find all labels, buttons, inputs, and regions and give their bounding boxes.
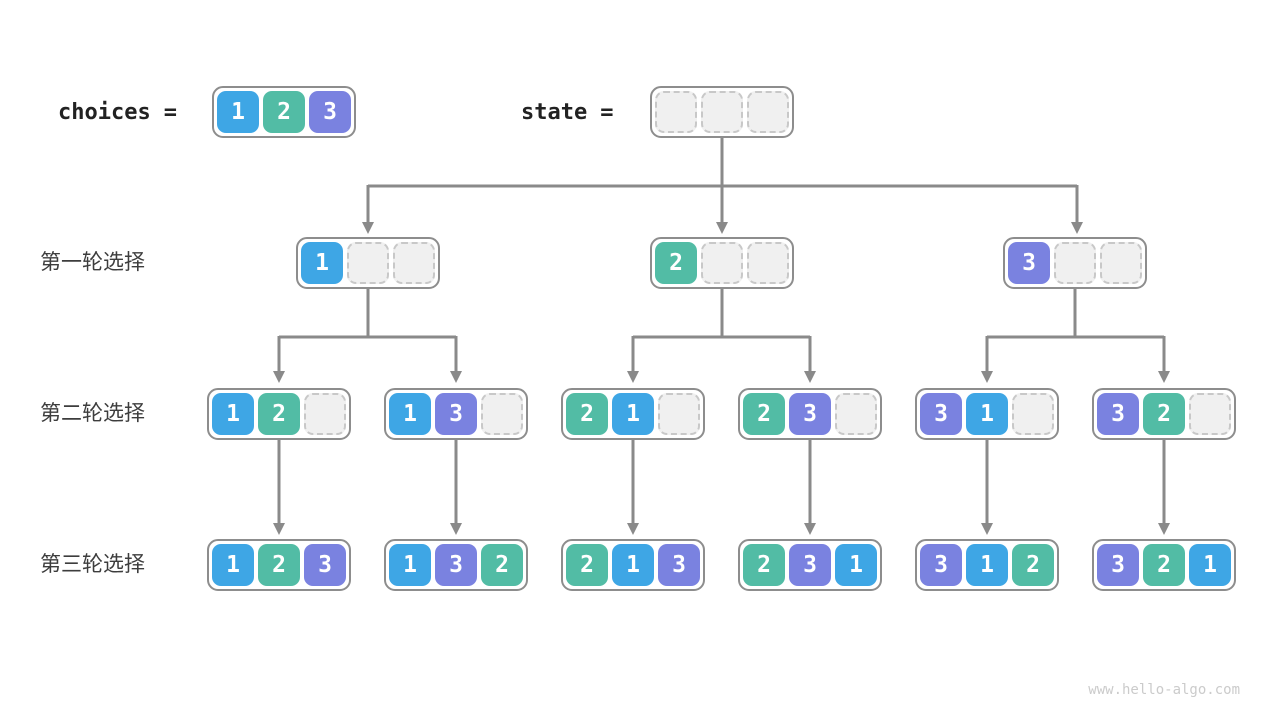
array-cell [1189, 393, 1231, 435]
array-cell: 2 [1012, 544, 1054, 586]
watermark: www.hello-algo.com [1088, 682, 1240, 698]
tree-node-r2-1: 1 2 [207, 388, 351, 440]
array-cell: 3 [658, 544, 700, 586]
array-cell: 2 [1143, 393, 1185, 435]
array-cell: 1 [612, 393, 654, 435]
array-cell: 2 [258, 393, 300, 435]
tree-node-r1-3: 3 [1003, 237, 1147, 289]
array-cell: 2 [263, 91, 305, 133]
state-label: state [521, 99, 588, 125]
tree-node-r2-6: 3 2 [1092, 388, 1236, 440]
array-cell: 1 [389, 544, 431, 586]
choices-header: choices = [58, 86, 177, 138]
tree-node-r1-1: 1 [296, 237, 440, 289]
array-cell: 1 [835, 544, 877, 586]
tree-node-r2-5: 3 1 [915, 388, 1059, 440]
array-cell: 1 [1189, 544, 1231, 586]
array-cell [393, 242, 435, 284]
round-2-label: 第二轮选择 [40, 402, 145, 425]
array-cell: 2 [566, 544, 608, 586]
tree-node-r3-4: 2 3 1 [738, 539, 882, 591]
array-cell: 3 [304, 544, 346, 586]
tree-node-r3-3: 2 1 3 [561, 539, 705, 591]
state-header: state = [521, 86, 613, 138]
tree-node-r3-2: 1 3 2 [384, 539, 528, 591]
choices-array: 1 2 3 [212, 86, 356, 138]
choices-equals: = [163, 99, 177, 125]
array-cell: 3 [435, 544, 477, 586]
array-cell: 2 [1143, 544, 1185, 586]
array-cell: 3 [789, 393, 831, 435]
array-cell: 3 [920, 393, 962, 435]
array-cell [747, 242, 789, 284]
array-cell: 3 [435, 393, 477, 435]
array-cell: 3 [1097, 544, 1139, 586]
array-cell: 2 [481, 544, 523, 586]
array-cell: 1 [301, 242, 343, 284]
array-cell: 2 [258, 544, 300, 586]
array-cell [701, 242, 743, 284]
array-cell [481, 393, 523, 435]
array-cell: 3 [920, 544, 962, 586]
array-cell [1054, 242, 1096, 284]
array-cell: 2 [743, 544, 785, 586]
array-cell [1100, 242, 1142, 284]
round-1-label: 第一轮选择 [40, 251, 145, 274]
array-cell: 1 [966, 544, 1008, 586]
array-cell [658, 393, 700, 435]
array-cell [655, 91, 697, 133]
array-cell: 3 [1008, 242, 1050, 284]
array-cell: 1 [389, 393, 431, 435]
array-cell [1012, 393, 1054, 435]
choices-label: choices [58, 99, 151, 125]
array-cell [835, 393, 877, 435]
tree-node-r2-3: 2 1 [561, 388, 705, 440]
array-cell: 1 [212, 544, 254, 586]
array-cell [304, 393, 346, 435]
array-cell: 3 [309, 91, 351, 133]
array-cell: 2 [655, 242, 697, 284]
array-cell [701, 91, 743, 133]
array-cell: 3 [789, 544, 831, 586]
tree-node-r3-5: 3 1 2 [915, 539, 1059, 591]
array-cell [347, 242, 389, 284]
array-cell [747, 91, 789, 133]
tree-node-r1-2: 2 [650, 237, 794, 289]
array-cell: 1 [612, 544, 654, 586]
array-cell: 1 [966, 393, 1008, 435]
tree-node-r2-4: 2 3 [738, 388, 882, 440]
round-3-label: 第三轮选择 [40, 553, 145, 576]
state-equals: = [600, 99, 614, 125]
state-array [650, 86, 794, 138]
tree-node-r3-1: 1 2 3 [207, 539, 351, 591]
array-cell: 1 [217, 91, 259, 133]
tree-node-r3-6: 3 2 1 [1092, 539, 1236, 591]
array-cell: 3 [1097, 393, 1139, 435]
array-cell: 2 [743, 393, 785, 435]
array-cell: 1 [212, 393, 254, 435]
array-cell: 2 [566, 393, 608, 435]
tree-node-r2-2: 1 3 [384, 388, 528, 440]
